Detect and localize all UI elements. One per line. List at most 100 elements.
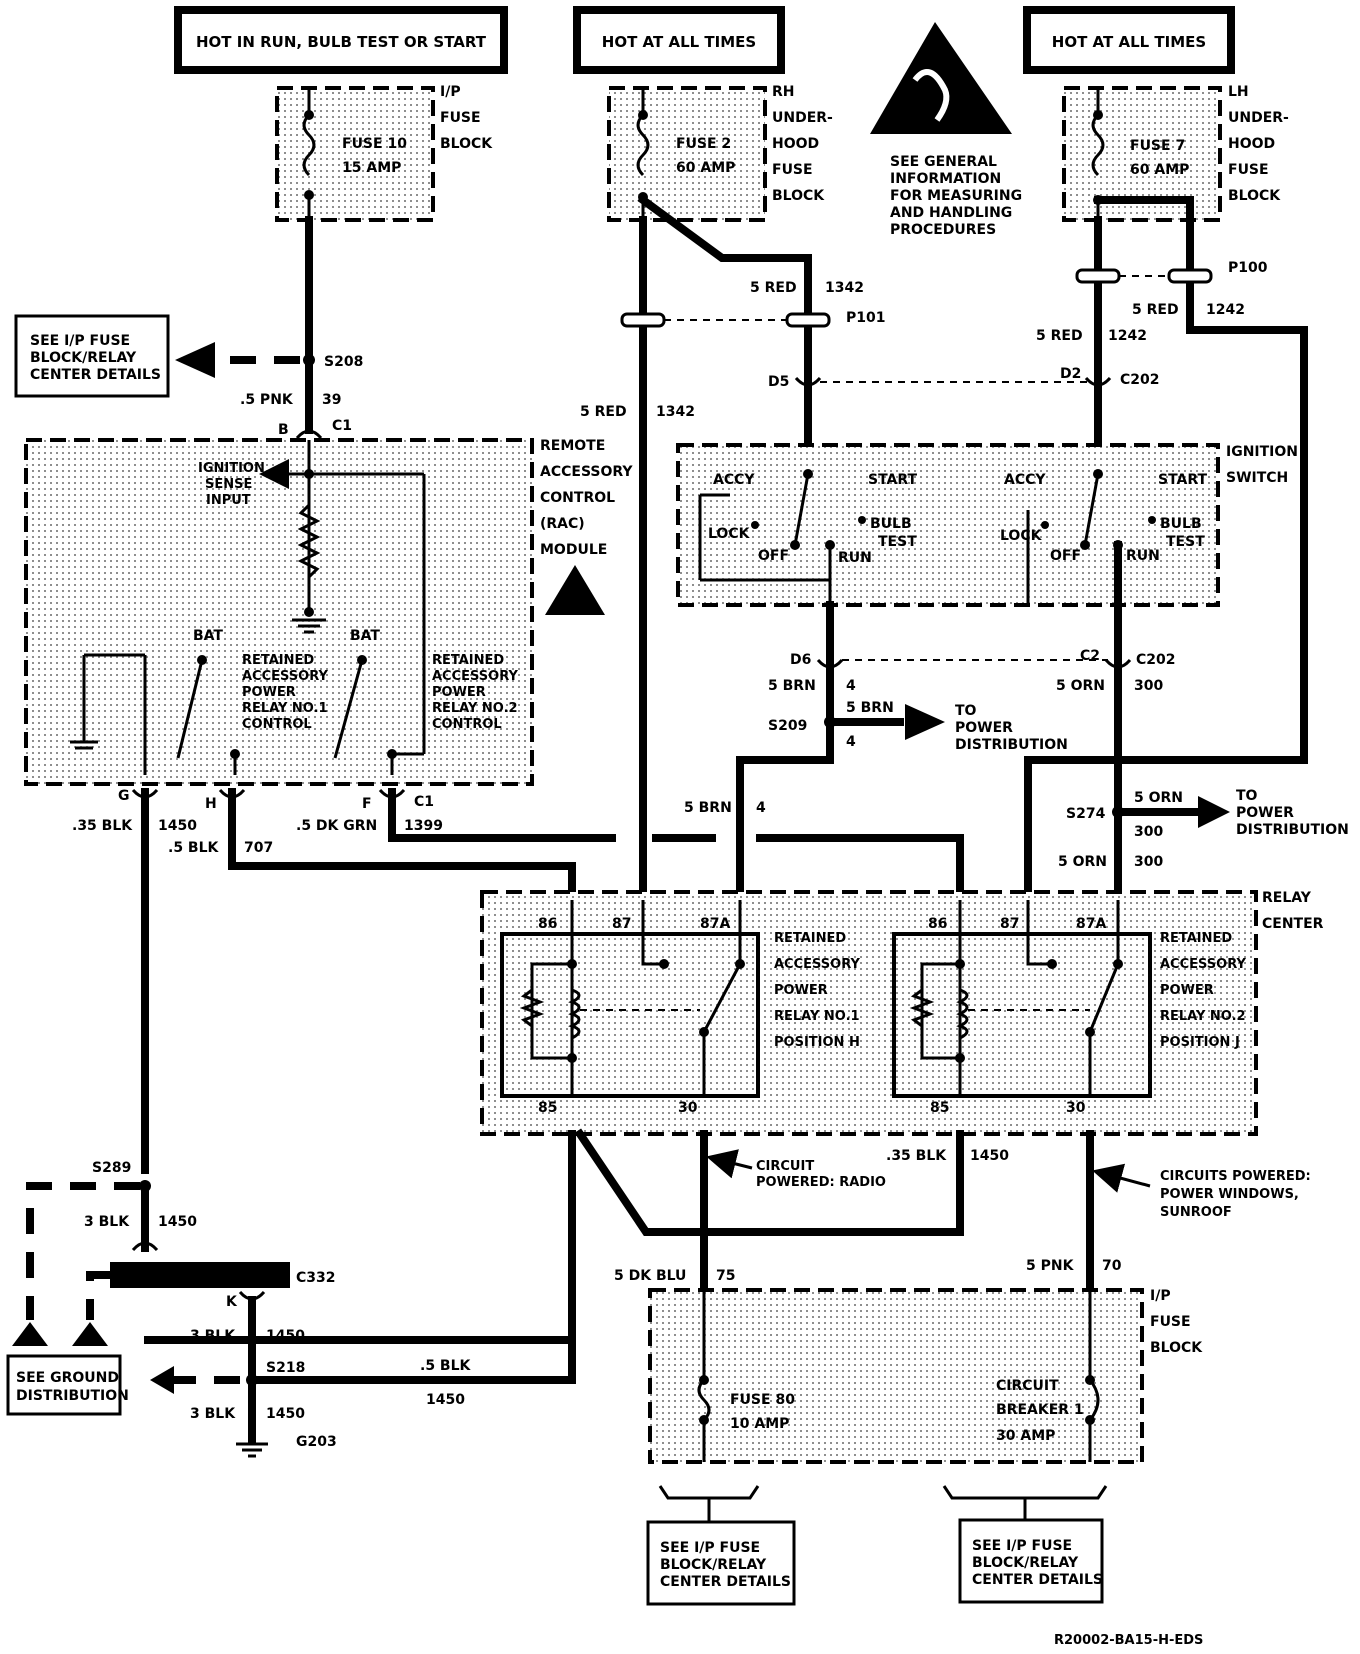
to-power-2-line-2: POWER [1236,805,1294,821]
d6-label: D6 [790,652,811,668]
wire-brn4a-color: 5 BRN [768,678,816,694]
wire-blk-1450-85 [144,1130,576,1344]
bat-label-1: BAT [193,628,223,644]
lh-fuse-block-label-4: FUSE [1228,162,1269,178]
wire-blk1450f-color: .5 BLK [420,1358,472,1374]
ip-fuse-block-top: FUSE 10 15 AMP I/P FUSE BLOCK [275,84,493,222]
to-power-1-line-3: DISTRIBUTION [955,737,1068,753]
see-note-bl-2: BLOCK/RELAY [660,1557,767,1573]
connector-p101-b [785,312,831,328]
connector-c1-b [295,429,323,440]
wire-dkgrn-1399-a [388,788,616,842]
relay2-ctrl-2: ACCESSORY [432,669,519,684]
esd-note: SEE GENERAL INFORMATION FOR MEASURING AN… [890,154,1022,238]
brace-right [942,1485,1108,1500]
wire-blk1450a-number: 1450 [158,818,197,834]
pin-k-label: K [226,1294,238,1310]
relay2-pin-87: 87 [1000,916,1019,932]
s274-label: S274 [1066,806,1106,822]
wire-blk1450c-color: 3 BLK [84,1214,130,1230]
relay1-label-1: RETAINED [774,931,846,946]
wire-brn4c-color: 5 BRN [684,800,732,816]
wire-blk707-number: 707 [244,840,273,856]
header-hot-in-run: HOT IN RUN, BULB TEST OR START [174,6,508,74]
wire-pnk70-color: 5 PNK [1026,1258,1075,1274]
relay1-ctrl-2: ACCESSORY [242,669,329,684]
ground-arrow-icon [150,1366,174,1394]
rac-label-4: (RAC) [540,516,585,532]
circuit-radio-1: CIRCUIT [756,1159,814,1174]
relay2-pin-30: 30 [1066,1100,1086,1116]
relay1-label-5: POSITION H [774,1035,860,1050]
brace-left [658,1485,760,1500]
rac-label-1: REMOTE [540,438,605,454]
relay2-pin-87a: 87A [1076,916,1106,932]
rh-fuse-block-label-3: HOOD [772,136,819,152]
esd-note-line-4: AND HANDLING [890,205,1012,221]
pos-bulb-2: BULB [1160,516,1202,532]
esd-note-line-5: PROCEDURES [890,222,996,238]
ground-triangle-icon-2 [72,1322,108,1346]
circuit-windows-pointer [1092,1163,1151,1193]
wire-blk1450c-number: 1450 [158,1214,197,1230]
p100-label: P100 [1228,260,1268,276]
connector-p100-b [1167,268,1213,284]
breaker-amp: 30 AMP [996,1428,1055,1444]
relay1-ctrl-1: RETAINED [242,653,314,668]
lh-fuse-block-label-3: HOOD [1228,136,1275,152]
wire-brn4c-number: 4 [756,800,766,816]
wire-blk-707 [228,788,576,904]
rac-label-5: MODULE [540,542,607,558]
d5-label: D5 [768,374,789,390]
ip-fuse-block-bottom: I/P FUSE BLOCK FUSE 80 10 AMP CIRCUIT BR… [648,1288,1203,1464]
to-power-1-line-2: POWER [955,720,1013,736]
rh-fuse-block-label-2: UNDER- [772,110,833,126]
arrow-right-icon [905,704,945,740]
rh-fuse-block-label: RH [772,84,795,100]
see-note-br-1: SEE I/P FUSE [972,1538,1072,1554]
see-ground-distribution: SEE GROUND DISTRIBUTION [6,1354,129,1416]
rac-label-2: ACCESSORY [540,464,633,480]
relay1-ctrl-3: POWER [242,685,296,700]
ip-fuse-block-label: I/P [440,84,461,100]
circuit-windows-2: POWER WINDOWS, [1160,1187,1299,1202]
s218-label: S218 [266,1360,305,1376]
relay1-pin-86: 86 [538,916,557,932]
see-ground-2: DISTRIBUTION [16,1388,129,1404]
wire-brn-4-to-relay [736,756,834,904]
wire-pnk39-number: 39 [322,392,341,408]
relay1-pin-85: 85 [538,1100,557,1116]
see-ip-fuse-note-bottom-right: SEE I/P FUSE BLOCK/RELAY CENTER DETAILS [958,1518,1104,1604]
circuit-windows-1: CIRCUITS POWERED: [1160,1169,1311,1184]
header-hot-at-all-times-1: HOT AT ALL TIMES [573,6,785,74]
relay2-label-3: POWER [1160,983,1214,998]
ground-triangle-icon-1 [12,1322,48,1346]
connector-c2 [1104,658,1132,669]
wire-red-1342 [637,194,812,449]
wire-blk1450b-color: .35 BLK [886,1148,947,1164]
circuit-windows-3: SUNROOF [1160,1205,1232,1220]
rh-fuse-block-label-5: BLOCK [772,188,825,204]
wire-blk1450f-number: 1450 [426,1392,465,1408]
to-power-1-line-1: TO [955,703,977,719]
connector-d6 [816,658,844,669]
wire-orn300a-number: 300 [1134,678,1163,694]
fuse-2-amp: 60 AMP [676,160,735,176]
see-note-bl-1: SEE I/P FUSE [660,1540,760,1556]
see-note-left-line-1: SEE I/P FUSE [30,333,130,349]
rh-fuse-block-label-4: FUSE [772,162,813,178]
relay2-ctrl-4: RELAY NO.2 [432,701,518,716]
wire-blk1450e-color: 3 BLK [190,1406,236,1422]
relay1-ctrl-4: RELAY NO.1 [242,701,328,716]
esd-note-line-3: FOR MEASURING [890,188,1022,204]
arrow-left-icon [175,342,215,378]
relay-1-box [500,932,760,1098]
ignition-switch-label-1: IGNITION [1226,444,1298,460]
connector-c332-top [131,1241,159,1252]
wire-c332-dashed [86,1271,110,1320]
c332-label: C332 [296,1270,336,1286]
relay1-ctrl-5: CONTROL [242,717,312,732]
fuse-80-amp: 10 AMP [730,1416,789,1432]
ip-fuse-block-label-2: FUSE [440,110,481,126]
